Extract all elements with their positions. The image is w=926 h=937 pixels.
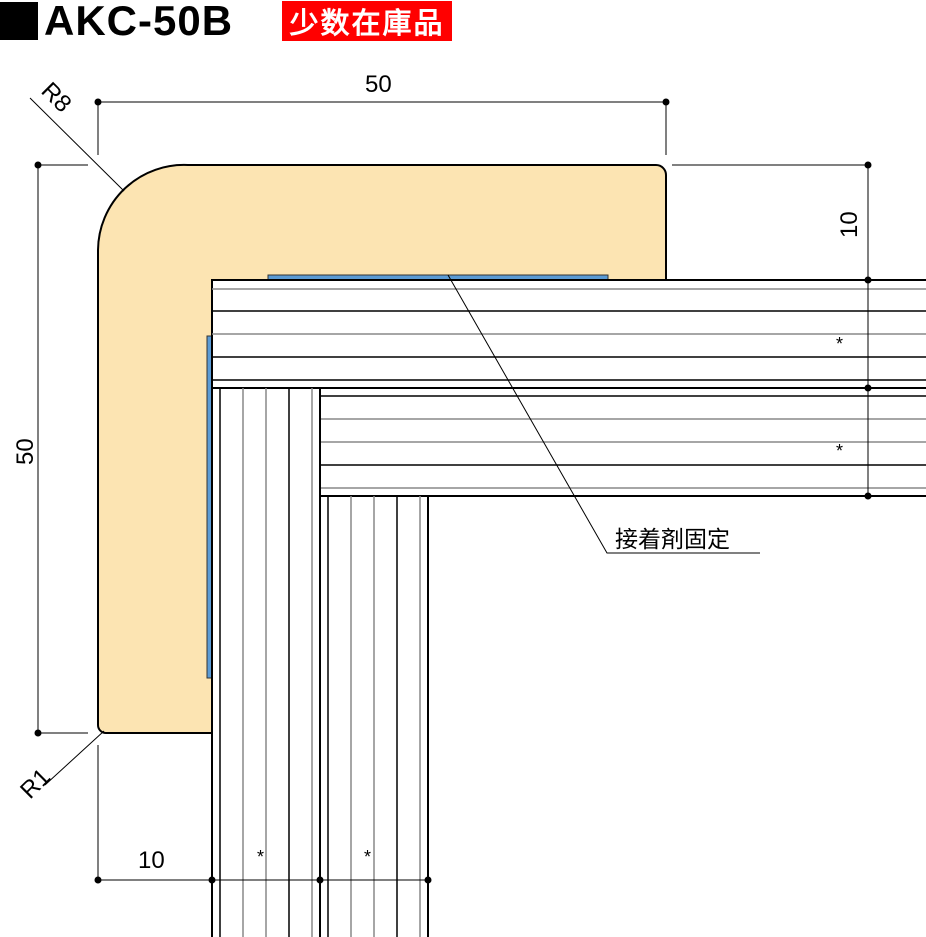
board-horizontal-1 [211,279,926,389]
product-title: AKC-50B [0,0,234,44]
dim-left-label: 50 [12,438,39,465]
mark-1: * [836,334,843,354]
dim-top [94,98,670,155]
board-vertical-1 [211,387,321,937]
mark-4: * [364,847,371,867]
dim-right [672,161,872,500]
board-vertical-2 [319,495,429,937]
r1-label: R1 [15,763,56,804]
model-code: AKC-50B [44,0,234,44]
mark-3: * [257,847,264,867]
r8-label: R8 [36,77,77,118]
board-horizontal-2 [319,387,926,497]
r8-leader [29,97,125,192]
mark-2: * [836,441,843,461]
r1-leader [44,730,105,786]
square-bullet-icon [0,2,38,40]
stock-badge: 少数在庫品 [282,1,452,41]
dim-left [34,161,88,737]
dim-right-label: 10 [836,211,863,238]
adhesive-label: 接着剤固定 [615,527,730,553]
adhesive-leader [447,274,760,554]
dim-bottom-label: 10 [138,847,165,874]
dim-top-label: 50 [365,71,392,98]
dim-bottom [94,745,432,884]
